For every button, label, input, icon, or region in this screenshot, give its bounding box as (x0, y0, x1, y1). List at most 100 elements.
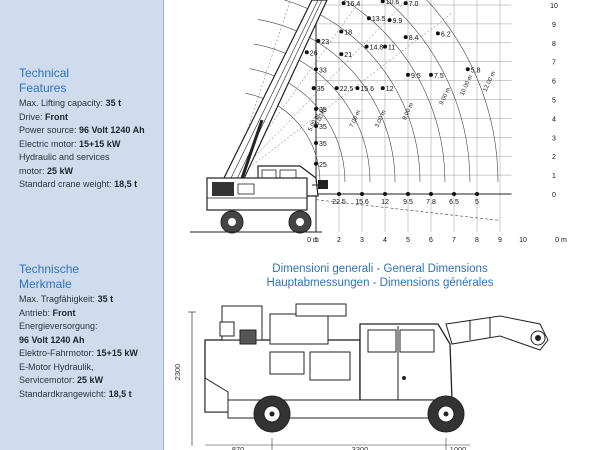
radius-scale-label: 8 (475, 237, 479, 244)
dimensions-title-line-2: Hauptabmessungen - Dimensions générales (266, 277, 494, 289)
capacity-label: 7.8 (426, 199, 436, 206)
spec-block-english: Technical Features Max. Lifting capacity… (19, 66, 163, 192)
boom-length-label: 9.00 m (439, 87, 452, 106)
capacity-label: 21 (344, 52, 352, 59)
capacity-point (429, 72, 433, 77)
spec-line: Max. Tragfähigkeit: 35 t (19, 294, 114, 304)
height-scale-label: 10 (550, 3, 558, 10)
capacity-label: 5 (475, 199, 479, 206)
spec-line: Max. Lifting capacity: 35 t (19, 98, 122, 108)
capacity-point (341, 1, 346, 6)
capacity-label: 13.5 (372, 16, 386, 23)
spec-line: E-Motor Hydraulik, (19, 361, 94, 372)
capacity-label: 16.4 (347, 1, 361, 8)
crane-side-view-icon (190, 0, 328, 234)
capacity-point (314, 106, 318, 111)
spec-line: Electric motor: 15+15 kW (19, 138, 121, 149)
height-scale-label: 5 (552, 98, 556, 105)
capacity-label: 35 (319, 124, 327, 131)
spec-line: Antrieb: Front (19, 307, 76, 318)
capacity-label: 15.6 (355, 199, 369, 206)
spec-line: Energieversorgung: (19, 321, 98, 331)
dimension-label: 870 (232, 445, 245, 450)
sidebar-divider (163, 0, 164, 450)
spec-block-german: Technische Merkmale Max. Tragfähigkeit: … (19, 262, 163, 401)
capacity-label: 6.2 (441, 31, 451, 38)
capacity-label: 11 (388, 45, 395, 52)
capacity-point (316, 38, 321, 43)
capacity-point (403, 1, 408, 6)
dimensions-drawing: 2300 87 (173, 303, 549, 450)
capacity-point (406, 72, 410, 77)
spec-line: Elektro-Fahrmotor: 15+15 kW (19, 348, 138, 358)
spec-title-line-1: Technische (19, 262, 80, 276)
capacity-point (406, 192, 410, 196)
capacity-label: 12 (386, 86, 394, 93)
radius-scale-label: 9 (498, 237, 502, 244)
boom-length-label: 10.00 m (460, 74, 475, 96)
capacity-point (403, 35, 408, 40)
radius-scale-label: 2 (337, 237, 341, 244)
radius-scale-label: 5 (406, 237, 410, 244)
spec-line: 96 Volt 1240 Ah (19, 334, 85, 345)
capacity-point (334, 86, 339, 91)
height-scale-label: 1 (552, 173, 556, 180)
capacity-point (314, 123, 318, 128)
capacity-point (383, 192, 387, 196)
capacity-point (435, 31, 440, 36)
capacity-label: 15.6 (360, 86, 374, 93)
capacity-point (314, 67, 318, 72)
radius-scale-label: 1 (314, 237, 318, 244)
capacity-point (355, 86, 360, 91)
capacity-label: 5.8 (471, 67, 481, 74)
capacity-point (314, 161, 318, 166)
radius-scale-label: 0 m (307, 237, 319, 244)
height-scale-label: 3 (552, 135, 556, 142)
radius-scale-label: 6 (429, 237, 433, 244)
radius-scale-label: 4 (383, 237, 387, 244)
spec-title-line-2: Features (19, 80, 67, 95)
wheel-icon (427, 395, 465, 433)
boom-length-label: 3.00 m (374, 110, 387, 129)
height-scale-label: 9 (552, 22, 556, 29)
radius-scale-label: 3 (360, 237, 364, 244)
capacity-label: 26 (310, 50, 318, 57)
spec-line: Power source: 96 Volt 1240 Ah (19, 125, 145, 135)
capacity-point (364, 44, 369, 49)
capacity-point (387, 18, 392, 23)
capacity-label: 25 (319, 162, 327, 169)
spec-line: Hydraulic and services (19, 152, 110, 162)
capacity-point (304, 50, 309, 55)
height-scale-label: 7 (552, 60, 556, 67)
wheel-icon (253, 395, 291, 433)
capacity-point (429, 192, 433, 196)
capacity-label: 35 (319, 141, 327, 148)
spec-line: motor: 25 kW (19, 165, 74, 176)
spec-line: Drive: Front (19, 111, 69, 122)
capacity-label: 14.8 (370, 45, 384, 52)
capacity-label: 22.5 (340, 86, 354, 93)
capacity-label: 6.5 (449, 199, 459, 206)
capacity-label: 9.9 (393, 18, 403, 25)
height-scale-label: 8 (552, 41, 556, 48)
capacity-point (339, 29, 344, 34)
capacity-point (475, 192, 479, 196)
capacity-point (366, 16, 371, 21)
height-scale-label: 6 (552, 79, 556, 86)
radius-scale-label: 10 (519, 237, 527, 244)
height-scale-label: 4 (552, 116, 556, 123)
sidebar-panel (0, 0, 163, 450)
capacity-point (337, 192, 341, 196)
capacity-label: 10.6 (386, 0, 400, 6)
height-scale-label: 0 (552, 192, 556, 199)
capacity-label: 35 (317, 86, 325, 93)
capacity-label: 12 (381, 199, 389, 206)
capacity-point (465, 67, 470, 72)
capacity-label: 9.5 (411, 73, 421, 80)
capacity-label: 18 (344, 29, 352, 36)
capacity-point (380, 86, 385, 91)
capacity-label: 23 (321, 39, 329, 46)
